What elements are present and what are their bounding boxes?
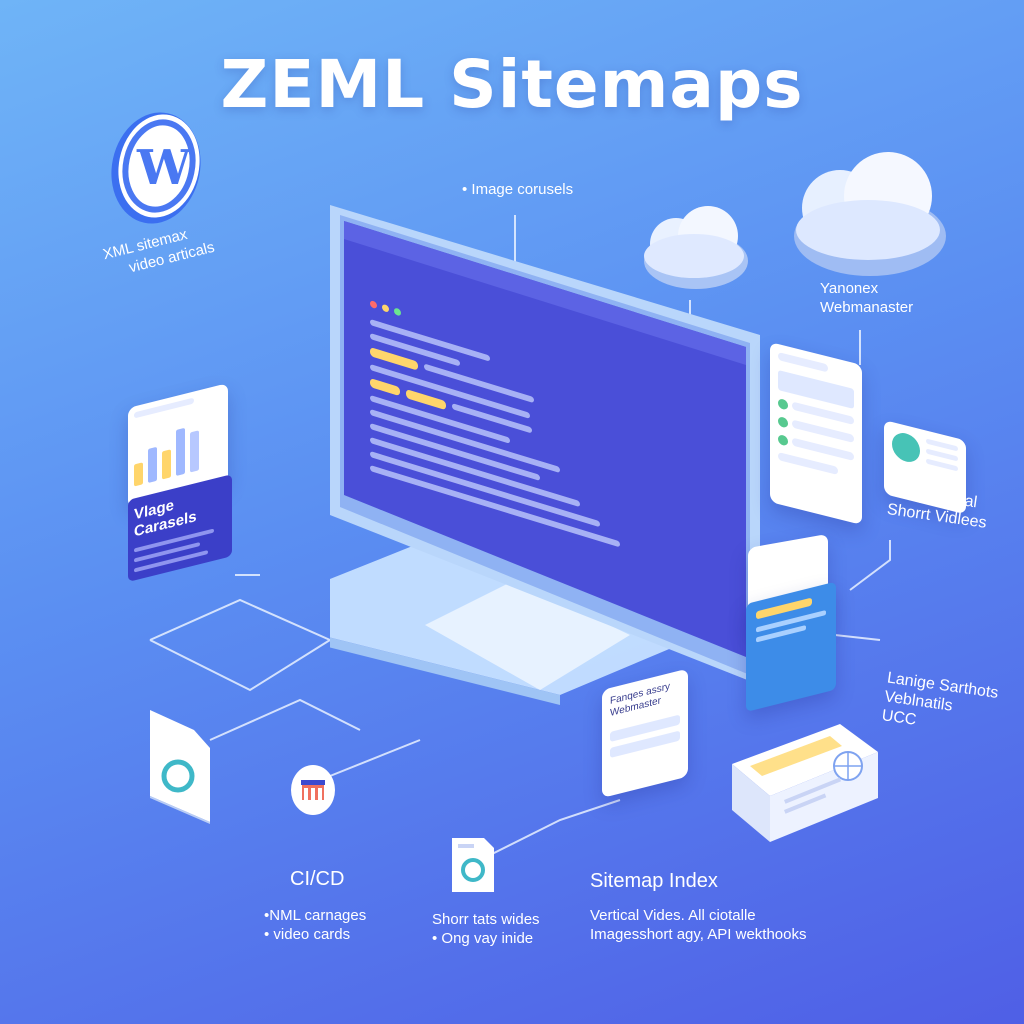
label-cicd: CI/CD [290, 868, 345, 890]
video-thumb-icon [892, 429, 920, 465]
document-icon [150, 710, 210, 824]
card-webmaster-small[interactable]: Fanqes assry Webmaster [602, 668, 688, 798]
label-sitemap-sub: Vertical Vides. All ciotalle Imagesshort… [590, 907, 807, 943]
document-icon [452, 838, 494, 892]
window-dot-icon [382, 303, 389, 313]
card-image-carousels[interactable]: Vlage Carasels [128, 382, 232, 604]
label-yandex: Yanonex Webmanaster [820, 280, 914, 316]
label-shorts-sub: Shorr tats wides • Ong vay inide [432, 911, 540, 947]
store-icon [291, 765, 335, 815]
label-cicd-sub: •NML carnages • video cards [264, 907, 367, 943]
cloud-icon [794, 152, 946, 276]
window-dot-icon [394, 307, 401, 317]
label-image-carousels: • Image corusels [462, 181, 574, 198]
wordpress-icon: W [111, 112, 201, 224]
analytics-box [732, 724, 878, 842]
card-blue-report[interactable] [746, 581, 836, 712]
mini-bar-chart [134, 405, 222, 487]
monitor [330, 205, 760, 705]
cloud-icon [644, 206, 748, 289]
panel-webmaster[interactable] [770, 342, 862, 525]
page-title: ZEML Sitemaps [220, 46, 804, 123]
code-highlight [370, 378, 400, 397]
label-sitemap-index: Sitemap Index [590, 870, 718, 892]
window-dot-icon [370, 300, 377, 310]
svg-text:W: W [136, 140, 192, 196]
